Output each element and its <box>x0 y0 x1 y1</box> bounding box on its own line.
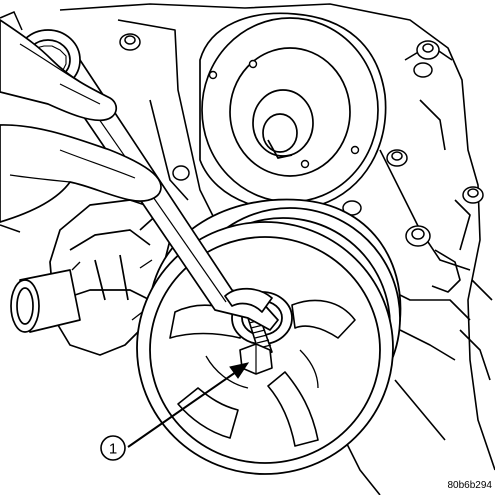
bolt-top-right <box>416 40 440 60</box>
bolt-right-lower <box>462 186 484 204</box>
bolt-right-upper <box>413 62 433 78</box>
bolt-top-left <box>119 33 141 51</box>
idler-pulley-bolt-holes <box>208 59 360 169</box>
callout-1: 1 <box>100 362 250 461</box>
damper-spokes <box>169 299 356 447</box>
bolt-right-middle <box>386 149 408 167</box>
bolt-left-middle <box>172 165 190 181</box>
callout-arrowhead <box>229 362 250 379</box>
threaded-tool <box>239 317 273 375</box>
outlet-pipe <box>10 269 81 333</box>
callout-leader-line <box>127 371 237 448</box>
figure-code: 80b6b294 <box>448 480 493 491</box>
hand-upper <box>0 19 118 122</box>
sleeve-cuff <box>0 11 23 233</box>
idler-pulley <box>199 12 387 211</box>
bolt-lower-right <box>405 225 431 247</box>
callout-number: 1 <box>109 441 117 458</box>
hand-lower <box>0 124 162 223</box>
callout-circle <box>100 435 126 461</box>
